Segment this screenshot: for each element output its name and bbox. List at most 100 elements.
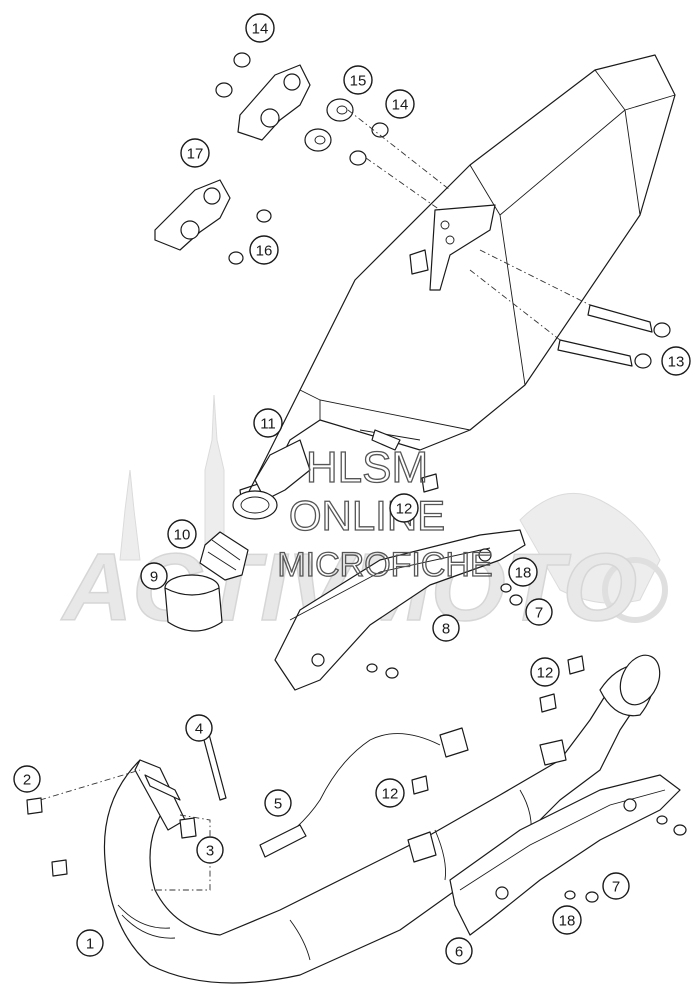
- sensor-and-small-parts: [26, 655, 585, 877]
- callout-2[interactable]: 2: [13, 765, 41, 793]
- muffler-assembly: [232, 54, 676, 520]
- callout-18-b-label: 18: [559, 913, 576, 930]
- heat-shield-upper-screw-2: [509, 594, 523, 606]
- callout-8-label: 8: [442, 621, 450, 638]
- callout-9[interactable]: 9: [140, 562, 168, 590]
- header-heat-shield-screw: [673, 824, 687, 836]
- heat-shield-upper-washer-2: [500, 583, 512, 593]
- header-heat-shield-washer-2: [564, 890, 576, 900]
- bracket-plate-lower: [154, 179, 231, 251]
- callout-16[interactable]: 16: [249, 235, 279, 265]
- watermark-wheel-silhouette: [602, 557, 668, 623]
- callout-7-a-label: 7: [535, 605, 543, 622]
- callout-7-a[interactable]: 7: [525, 598, 553, 626]
- callout-10[interactable]: 10: [167, 519, 197, 549]
- exhaust-nut-2: [26, 797, 43, 815]
- bracket-plate-upper: [237, 64, 311, 141]
- muffler-inlet-opening: [232, 490, 278, 520]
- watermark-line-3: MICROFICHE: [277, 546, 492, 584]
- header-heat-shield-screw-2: [585, 891, 599, 903]
- header-bracket-tab: [539, 739, 567, 766]
- callout-17[interactable]: 17: [180, 138, 210, 168]
- callout-15-label: 15: [350, 73, 367, 90]
- heat-shield-upper-screw: [385, 667, 399, 679]
- header-heat-shield-hole-2: [495, 886, 509, 900]
- callout-18-b[interactable]: 18: [552, 905, 582, 935]
- header-flange-gasket: [144, 774, 181, 801]
- rubber-bush-2-hole: [314, 135, 326, 145]
- bracket-lower-hole-2: [180, 220, 200, 240]
- header-heat-shield: [449, 774, 687, 936]
- callout-13[interactable]: 13: [661, 346, 691, 376]
- bracket-upper-hole-1: [283, 73, 301, 91]
- callout-3[interactable]: 3: [196, 836, 224, 864]
- header-pipe-seam-4: [434, 829, 446, 881]
- callout-16-label: 16: [256, 243, 273, 260]
- callout-18-a-label: 18: [515, 565, 532, 582]
- header-heat-shield-hole-1: [623, 798, 637, 812]
- callout-1[interactable]: 1: [76, 929, 104, 957]
- lambda-sensor-body: [259, 824, 307, 858]
- callout-14-a[interactable]: 14: [245, 13, 275, 43]
- callout-14-b-label: 14: [392, 97, 409, 114]
- callout-4[interactable]: 4: [185, 714, 213, 742]
- callout-8[interactable]: 8: [432, 614, 460, 642]
- sensor-connector: [439, 727, 469, 758]
- callout-14-a-label: 14: [252, 21, 269, 38]
- mounting-bolt-1-head: [653, 322, 671, 338]
- muffler-bracket-mount: [429, 204, 496, 291]
- mounting-bolt-1: [587, 304, 653, 333]
- exhaust-nut-lower: [51, 859, 68, 877]
- exhaust-clamp-detail: [207, 539, 241, 571]
- muffler-body: [239, 54, 676, 506]
- heat-shield-upper-body: [274, 529, 526, 691]
- callout-5-label: 5: [274, 796, 282, 813]
- watermark-spire-silhouette: [119, 469, 141, 561]
- header-pipe: [39, 654, 661, 984]
- callout-7-b[interactable]: 7: [602, 872, 630, 900]
- callout-11[interactable]: 11: [253, 408, 283, 438]
- mounting-bolt-2: [557, 339, 633, 367]
- callout-4-label: 4: [195, 721, 203, 738]
- callout-14-b[interactable]: 14: [385, 89, 415, 119]
- bracket-upper-hole-2: [260, 108, 280, 128]
- callout-15[interactable]: 15: [343, 65, 373, 95]
- grommet-upper-2: [215, 82, 233, 98]
- guide-line-bolts: [469, 249, 591, 341]
- upper-bracket-hardware: [154, 52, 671, 369]
- callout-13-label: 13: [668, 354, 685, 371]
- exhaust-spring-pin: [179, 817, 197, 839]
- header-pipe-seam-1: [117, 904, 171, 929]
- header-pipe-seam-3: [289, 919, 311, 961]
- clip-nut-lower-1: [567, 655, 585, 675]
- callout-12-c[interactable]: 12: [375, 778, 405, 808]
- callout-18-a[interactable]: 18: [508, 557, 538, 587]
- rubber-bush-2: [304, 128, 332, 152]
- clip-nut-lower-2: [539, 693, 557, 713]
- rubber-bush-1-hole: [336, 105, 348, 115]
- callout-7-b-label: 7: [612, 879, 620, 896]
- exhaust-sleeve-body: [164, 587, 223, 632]
- watermark-line-1: HLSM: [306, 443, 428, 492]
- callout-6[interactable]: 6: [445, 937, 473, 965]
- muffler-lower-tab: [371, 429, 401, 451]
- clip-nut-upper: [421, 473, 439, 493]
- mounting-bolt-2-head: [634, 353, 652, 369]
- header-outlet: [619, 654, 661, 706]
- bolt-head-small-1: [256, 209, 272, 223]
- callout-5[interactable]: 5: [264, 789, 292, 817]
- callout-12-a-label: 12: [396, 501, 413, 518]
- heat-shield-upper-washer: [366, 663, 378, 673]
- callout-12-a[interactable]: 12: [389, 493, 419, 523]
- muffler-inlet-edge: [299, 389, 471, 441]
- callout-12-b[interactable]: 12: [530, 657, 560, 687]
- muffler-bracket-hole-1: [440, 220, 450, 230]
- grommet-upper-1: [233, 52, 251, 68]
- callout-1-label: 1: [86, 936, 94, 953]
- callout-12-b-label: 12: [537, 665, 554, 682]
- guide-line-upper: [347, 109, 451, 211]
- watermark-line-2: ONLINE: [289, 492, 445, 539]
- heat-shield-upper-hole-2: [478, 548, 492, 562]
